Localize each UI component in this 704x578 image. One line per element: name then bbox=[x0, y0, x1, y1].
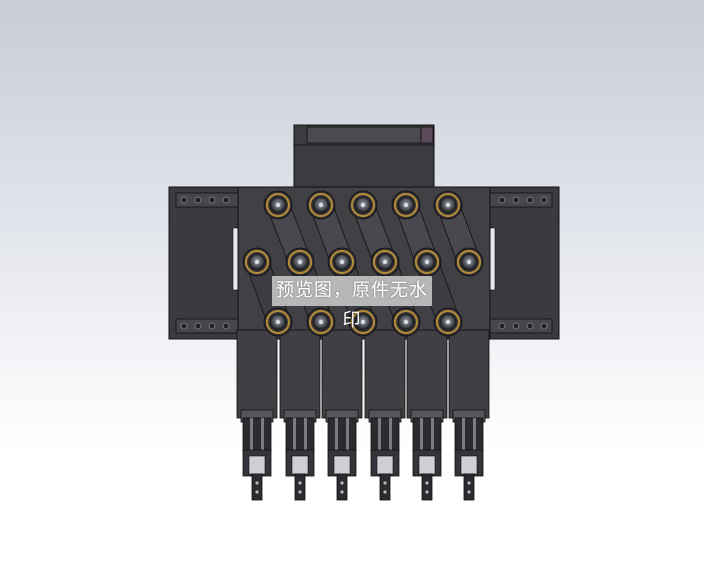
watermark-label: 预览图，原件无水印 bbox=[272, 276, 432, 331]
roller-bearing-icon bbox=[348, 190, 378, 220]
bolt-icon bbox=[512, 322, 520, 330]
bolt-icon bbox=[222, 322, 230, 330]
finger-rail bbox=[261, 418, 264, 452]
bolt-icon bbox=[208, 322, 216, 330]
finger-rail bbox=[389, 418, 392, 452]
finger-rail bbox=[420, 418, 423, 452]
bolt-icon bbox=[194, 322, 202, 330]
roller-bearing-icon bbox=[433, 307, 463, 337]
motor-block bbox=[293, 124, 435, 191]
bolt-icon bbox=[194, 196, 202, 204]
roller-bearing-icon bbox=[412, 247, 442, 277]
tip-hole-icon bbox=[425, 490, 429, 494]
roller-bearing-icon bbox=[263, 307, 293, 337]
roller-bearing-icon bbox=[454, 247, 484, 277]
tip-hole-icon bbox=[340, 481, 344, 485]
finger-body bbox=[448, 329, 490, 419]
roller-bearing-icon bbox=[263, 190, 293, 220]
finger-rail bbox=[378, 418, 381, 452]
finger-rail bbox=[431, 418, 434, 452]
finger-slide bbox=[370, 417, 400, 453]
finger-window bbox=[376, 455, 394, 475]
bolt-icon bbox=[526, 196, 534, 204]
finger-body bbox=[406, 329, 448, 419]
finger-body bbox=[364, 329, 406, 419]
finger-window bbox=[248, 455, 266, 475]
roller-bearing-icon bbox=[327, 247, 357, 277]
tip-hole-icon bbox=[255, 481, 259, 485]
finger-slide bbox=[454, 417, 484, 453]
finger-tip bbox=[379, 473, 391, 501]
bolt-icon bbox=[526, 322, 534, 330]
finger-tip bbox=[251, 473, 263, 501]
bolt-icon bbox=[208, 196, 216, 204]
tip-hole-icon bbox=[298, 490, 302, 494]
finger-rail bbox=[250, 418, 253, 452]
bolt-icon bbox=[498, 196, 506, 204]
roller-bearing-icon bbox=[391, 190, 421, 220]
finger-window bbox=[291, 455, 309, 475]
roller-bearing-icon bbox=[391, 307, 421, 337]
finger-tip bbox=[294, 473, 306, 501]
roller-bearing-icon bbox=[306, 307, 336, 337]
tip-hole-icon bbox=[255, 490, 259, 494]
bolt-icon bbox=[222, 196, 230, 204]
roller-bearing-icon bbox=[242, 247, 272, 277]
roller-bearings bbox=[242, 190, 484, 337]
tip-hole-icon bbox=[467, 490, 471, 494]
finger-tip bbox=[336, 473, 348, 501]
finger-slide bbox=[327, 417, 357, 453]
tip-hole-icon bbox=[383, 490, 387, 494]
finger-window bbox=[418, 455, 436, 475]
finger-rail bbox=[293, 418, 296, 452]
roller-bearing-icon bbox=[285, 247, 315, 277]
finger-rail bbox=[346, 418, 349, 452]
tip-hole-icon bbox=[383, 481, 387, 485]
finger-body bbox=[236, 329, 278, 419]
finger-body bbox=[279, 329, 321, 419]
bolt-icon bbox=[498, 322, 506, 330]
bolt-icon bbox=[540, 322, 548, 330]
finger-rail bbox=[462, 418, 465, 452]
tip-hole-icon bbox=[340, 490, 344, 494]
tip-hole-icon bbox=[298, 481, 302, 485]
finger-rail bbox=[304, 418, 307, 452]
mounting-bolts bbox=[180, 196, 548, 330]
finger-slide bbox=[242, 417, 272, 453]
finger-body bbox=[321, 329, 363, 419]
finger-tip bbox=[421, 473, 433, 501]
roller-bearing-icon bbox=[306, 190, 336, 220]
finger-rail bbox=[335, 418, 338, 452]
finger-window bbox=[460, 455, 478, 475]
tip-hole-icon bbox=[425, 481, 429, 485]
finger-rail bbox=[473, 418, 476, 452]
roller-bearing-icon bbox=[348, 307, 378, 337]
finger-window bbox=[333, 455, 351, 475]
bolt-icon bbox=[180, 322, 188, 330]
finger-slide bbox=[285, 417, 315, 453]
bolt-icon bbox=[180, 196, 188, 204]
finger-slide bbox=[412, 417, 442, 453]
finger-tip bbox=[463, 473, 475, 501]
gripper-fingers bbox=[236, 329, 490, 501]
bolt-icon bbox=[540, 196, 548, 204]
tip-hole-icon bbox=[467, 481, 471, 485]
bolt-icon bbox=[512, 196, 520, 204]
roller-bearing-icon bbox=[370, 247, 400, 277]
roller-bearing-icon bbox=[433, 190, 463, 220]
